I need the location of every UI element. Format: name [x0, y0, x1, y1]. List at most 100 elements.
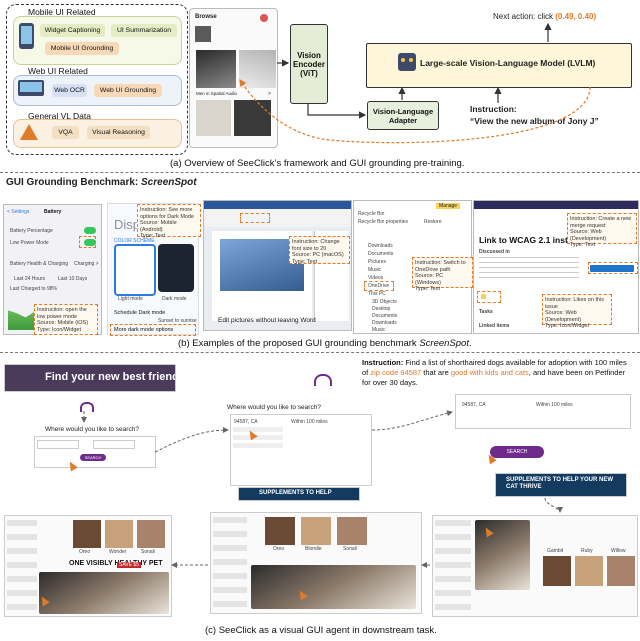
location-value-right[interactable]: 94587, CA [462, 402, 486, 408]
banner-text: Find your new best friend [45, 371, 176, 383]
agent-good-with: good with kids and cats [450, 368, 529, 377]
distance-value-mid[interactable]: Within 100 miles [291, 419, 328, 425]
explorer-downloads[interactable]: Downloads [368, 243, 393, 249]
explorer-this-pc[interactable]: This PC [368, 291, 386, 297]
search-button-left[interactable]: SEARCH [80, 454, 106, 461]
vision-encoder-box: Vision Encoder (ViT) [290, 24, 328, 104]
explorer-onedrive[interactable]: OneDrive [368, 283, 390, 289]
ios-percentage-toggle[interactable] [84, 227, 96, 234]
web-group-title: Web UI Related [28, 66, 88, 76]
results-mid: Oreo Blondie Sonali [210, 512, 422, 614]
vl-adapter-label: Vision-Language Adapter [372, 106, 434, 125]
ios-health-value[interactable]: Charging > [74, 261, 99, 267]
explorer-recycle-props[interactable]: Recycle Bin properties [358, 219, 409, 225]
instr-font-size-source: Source: PC (macOS) [292, 252, 344, 258]
pet-card-ruby[interactable] [575, 556, 603, 586]
instr-font-size-text: Instruction: Change font size to 20 [292, 239, 340, 252]
pet-card-gambit[interactable] [543, 556, 571, 586]
explorer-music[interactable]: Music [368, 267, 382, 273]
android-title: Displ [114, 217, 143, 232]
instr-likes-source: Source: Web (Development) [545, 310, 582, 323]
android-color-scheme: COLOR SCHEME [114, 238, 155, 244]
instr-merge-text: Instruction: Create a new merge request [570, 216, 632, 229]
chip-mobile-ui-grounding: Mobile UI Grounding [45, 42, 119, 55]
explorer-manage-tab[interactable]: Manage [436, 203, 461, 209]
pet-card-oreo-left[interactable] [73, 520, 101, 548]
pet-card-willow[interactable] [607, 556, 635, 586]
distance-select-left[interactable] [93, 440, 135, 449]
ios-row-percentage: Battery Percentage [10, 228, 53, 234]
pet-name-1: Wonder [109, 549, 127, 555]
ad-price-badge[interactable]: SAVE $5 [117, 562, 141, 568]
next-action-coords: (0.49, 0.40) [555, 12, 597, 21]
album-row-2[interactable] [234, 100, 271, 136]
instr-merge-source: Source: Web (Development) [570, 229, 607, 242]
pet-name-7: Ruby [581, 548, 593, 554]
robot-icon [398, 53, 416, 71]
instruction-title: Instruction: [470, 104, 517, 114]
autocomplete-list [233, 427, 283, 451]
dog-photo-left [39, 572, 169, 614]
search-button-right[interactable]: SEARCH [490, 446, 544, 458]
album-cover-featured[interactable] [196, 50, 236, 88]
merge-request-button[interactable] [590, 265, 634, 272]
caption-b-name: ScreenSpot [419, 338, 469, 349]
explorer-pictures[interactable]: Pictures [368, 259, 387, 265]
more-dark-mode-options[interactable]: More dark mode options [114, 327, 174, 333]
explorer-recycle-bin[interactable]: Recycle Bin [358, 211, 385, 217]
agent-instruction-label: Instruction: [362, 358, 404, 367]
explorer-downloads-2[interactable]: Downloads [372, 320, 397, 326]
ios-low-power-toggle[interactable] [84, 239, 96, 246]
explorer-3d-objects[interactable]: 3D Objects [372, 299, 397, 305]
filter-sidebar-left[interactable] [7, 520, 37, 610]
target-onedrive [364, 281, 394, 291]
benchmark-title-prefix: GUI Grounding Benchmark: [6, 177, 142, 188]
arrow-encoder-to-adapter [307, 103, 367, 119]
explorer-restore[interactable]: Restore [424, 219, 442, 225]
pet-card-sonali-mid[interactable] [337, 517, 367, 545]
explorer-desktop[interactable]: Desktop [372, 306, 391, 312]
dark-mode-preview[interactable] [158, 244, 194, 292]
explorer-music-2[interactable]: Music [372, 327, 386, 333]
instr-onedrive-text: Instruction: Switch to OneDrive path [415, 260, 466, 273]
benchmark-title-name: ScreenSpot [141, 177, 197, 188]
album-row-1[interactable] [196, 100, 231, 136]
gitlab-body-lines [479, 257, 579, 281]
instr-dark-mode-type: Type: Text [140, 233, 165, 239]
filter-sidebar-right[interactable] [435, 520, 471, 610]
schedule-dark-mode[interactable]: Schedule Dark mode [114, 310, 166, 316]
pet-name-0: Oreo [79, 549, 91, 555]
step2-search-form: SEARCH [34, 436, 156, 468]
thumbs-up-icon[interactable] [481, 294, 486, 299]
target-low-power [79, 236, 96, 248]
light-mode-preview[interactable] [114, 244, 156, 296]
target-merge-request [588, 262, 638, 274]
instr-low-power-source: Source: Mobile (iOS) [37, 320, 89, 326]
chip-widget-captioning: Widget Captioning [40, 24, 105, 37]
ios-tab-24h[interactable]: Last 24 Hours [14, 276, 46, 282]
ios-back-link[interactable]: < Settings [7, 209, 30, 215]
search-question-left: Where would you like to search? [45, 426, 139, 433]
pet-card-sonali-left[interactable] [137, 520, 165, 548]
filter-sidebar-mid[interactable] [213, 517, 247, 607]
target-likes [477, 291, 501, 303]
pet-card-oreo-mid[interactable] [265, 517, 295, 545]
explorer-videos[interactable]: Videos [368, 275, 384, 281]
results-right: Gambit Ruby Willow [432, 515, 638, 617]
pet-name-8: Willow [611, 548, 626, 554]
flow-3-4 [371, 410, 453, 431]
chevron-right-icon[interactable]: > [268, 91, 271, 97]
word-footer-text: Edit pictures without leaving Word [218, 317, 316, 324]
pet-card-blondie[interactable] [301, 517, 331, 545]
location-input-left[interactable] [37, 440, 79, 449]
instr-font-size-type: Type: Text [292, 258, 317, 265]
location-value-mid[interactable]: 94587, CA [234, 419, 258, 425]
instr-dark-mode: Instruction: See more options for Dark M… [137, 204, 201, 239]
explorer-documents[interactable]: Documents [368, 251, 394, 257]
pet-card-wonder[interactable] [105, 520, 133, 548]
instr-merge-type: Type: Text [570, 242, 595, 248]
ios-tab-10d[interactable]: Last 10 Days [58, 276, 88, 282]
distance-value-right[interactable]: Within 100 miles [536, 402, 573, 408]
explorer-documents-2[interactable]: Documents [372, 313, 398, 319]
browse-header: Browse [195, 14, 217, 20]
